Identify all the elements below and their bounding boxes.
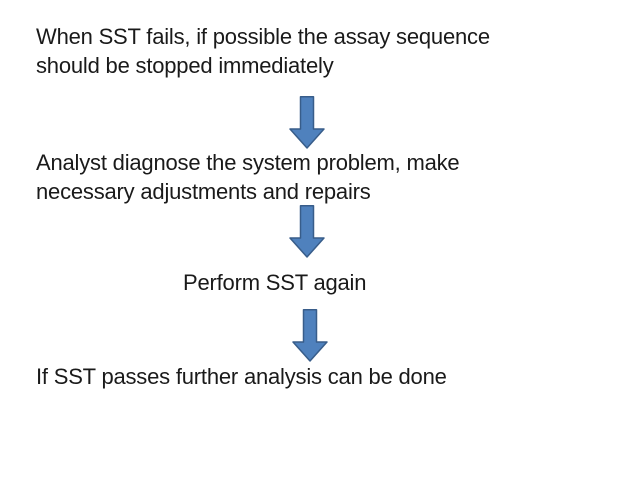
step-text-1: When SST fails, if possible the assay se…	[36, 22, 490, 80]
step-text-2: Analyst diagnose the system problem, mak…	[36, 148, 460, 206]
step-4-line-1: If SST passes further analysis can be do…	[36, 364, 447, 389]
step-1-line-1: When SST fails, if possible the assay se…	[36, 24, 490, 49]
step-2-line-1: Analyst diagnose the system problem, mak…	[36, 150, 460, 175]
step-3-line-1: Perform SST again	[183, 270, 367, 295]
step-2-line-2: necessary adjustments and repairs	[36, 179, 371, 204]
step-text-4: If SST passes further analysis can be do…	[36, 362, 447, 391]
down-arrow-icon-2	[289, 205, 325, 258]
step-text-3: Perform SST again	[183, 268, 366, 297]
step-1-line-2: should be stopped immediately	[36, 53, 334, 78]
down-arrow-icon-1	[289, 96, 325, 149]
down-arrow-icon-3	[292, 309, 328, 362]
